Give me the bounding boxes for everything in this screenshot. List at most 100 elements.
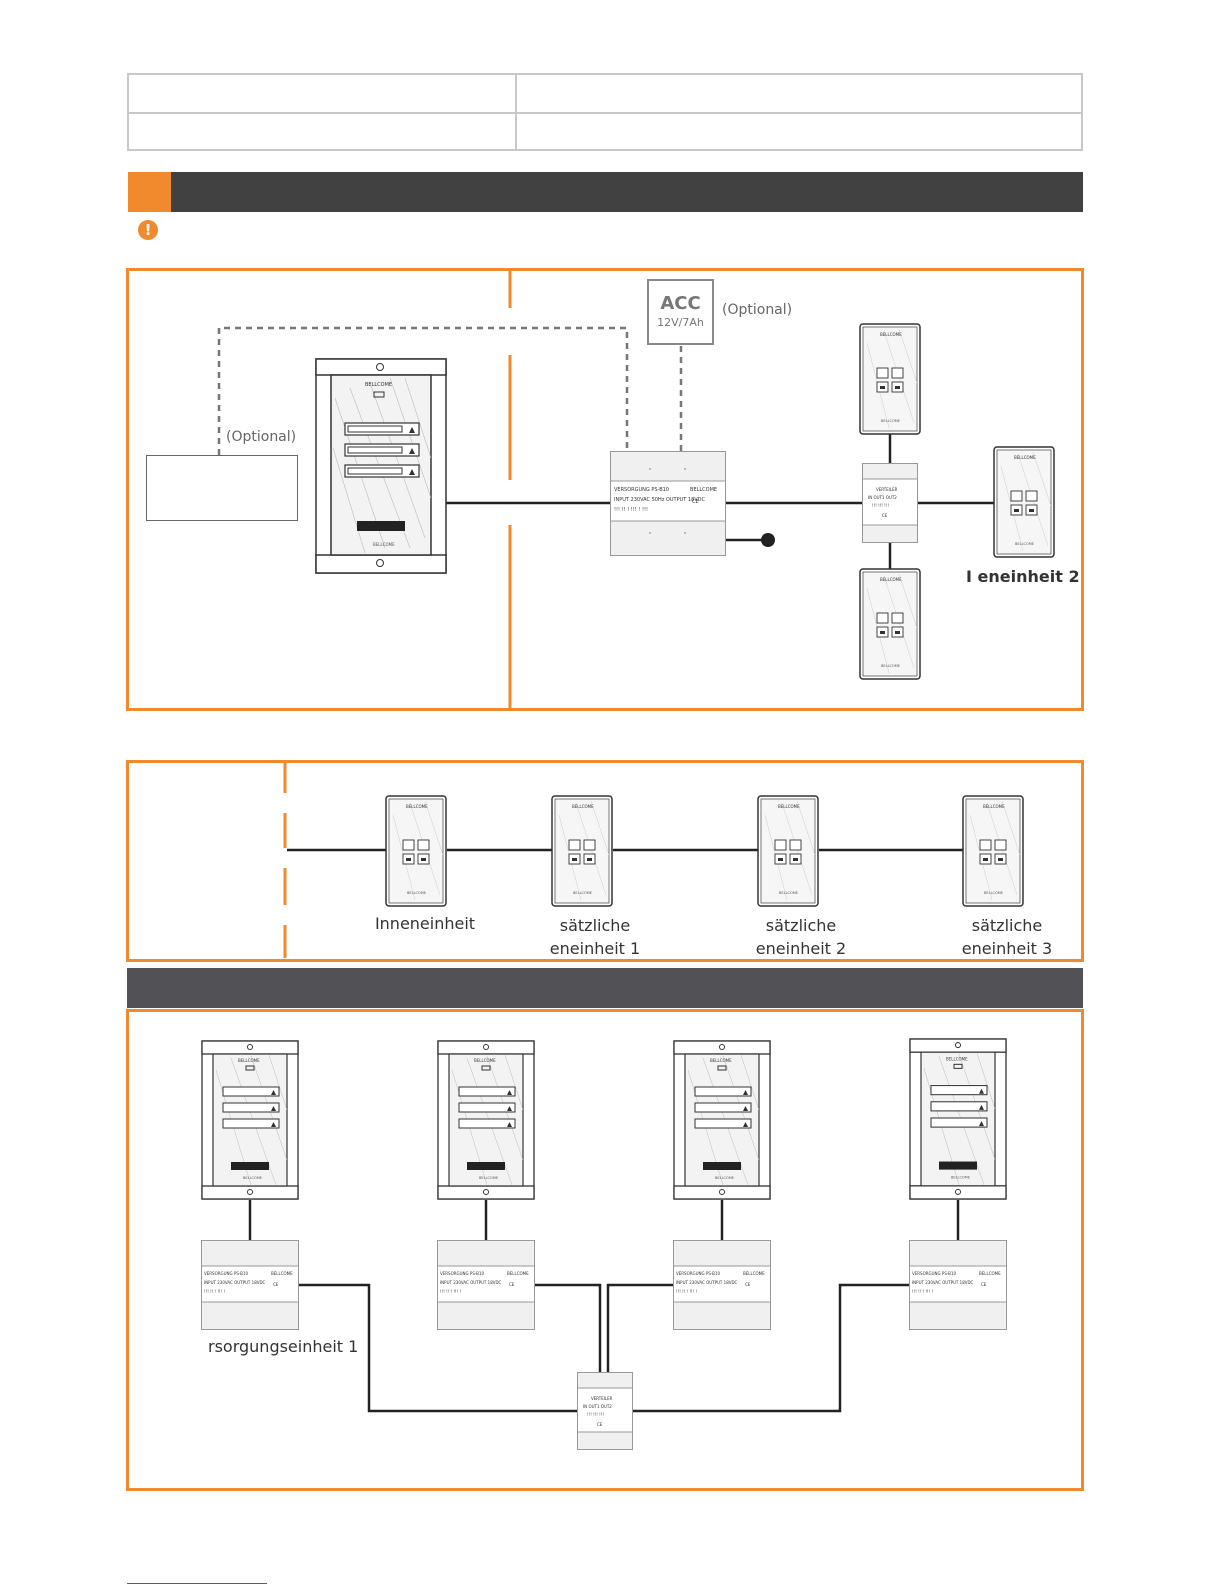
svg-text:!!! !! ! !!! !: !!! !! ! !!! ! — [204, 1289, 225, 1294]
svg-text:BELLCOME: BELLCOME — [983, 804, 1005, 809]
svg-text:CE: CE — [981, 1282, 987, 1287]
footer-link-underline[interactable] — [127, 1583, 267, 1584]
svg-text:BELLCOME: BELLCOME — [365, 382, 392, 388]
svg-text:BELLCOME: BELLCOME — [778, 804, 800, 809]
svg-text:CE: CE — [692, 499, 699, 505]
svg-text:BELLCOME: BELLCOME — [479, 1176, 498, 1180]
indoor-unit: BELLCOME BELLCOME — [859, 568, 921, 680]
svg-text:CE: CE — [882, 513, 888, 518]
svg-text:!!! !! ! !!! !: !!! !! ! !!! ! — [912, 1289, 933, 1294]
svg-text:IN OUT1 OUT2: IN OUT1 OUT2 — [583, 1404, 612, 1409]
power-unit-label: rsorgungseinheit 1 — [208, 1337, 359, 1356]
distributor-2: VERTEILER IN OUT1 OUT2 !!! !!! !!! CE — [577, 1372, 633, 1450]
svg-text:VERSORGUNG PS-B10: VERSORGUNG PS-B10 — [614, 487, 669, 493]
outdoor-station: BELLCOME BELLCOME — [201, 1040, 299, 1200]
power-supply-unit: VERSORGUNG PS-B10 BELLCOME INPUT 230VAC O… — [437, 1240, 535, 1330]
acc-title: ACC — [660, 293, 701, 314]
indoor-unit: BELLCOME BELLCOME — [962, 795, 1024, 907]
acc-capacity: 12V/7Ah — [657, 316, 704, 329]
svg-text:VERSORGUNG PS-B10: VERSORGUNG PS-B10 — [676, 1271, 720, 1276]
main-wiring-3 — [248, 1200, 960, 1413]
svg-text:CE: CE — [509, 1282, 515, 1287]
svg-text:INPUT 230VAC OUTPUT 18VDC: INPUT 230VAC OUTPUT 18VDC — [676, 1280, 738, 1285]
optional-label-lock: (Optional) — [226, 429, 297, 445]
outdoor-station-1: BELLCOME BELLCOME — [315, 358, 447, 574]
indoor-unit: BELLCOME BELLCOME — [385, 795, 447, 907]
svg-text:CE: CE — [597, 1422, 603, 1427]
svg-text:!!! !!! !!!: !!! !!! !!! — [872, 503, 889, 508]
svg-text:VERSORGUNG PS-B10: VERSORGUNG PS-B10 — [912, 1271, 956, 1276]
svg-text:BELLCOME: BELLCOME — [880, 577, 902, 582]
svg-text:BELLCOME: BELLCOME — [572, 804, 594, 809]
svg-text:BELLCOME: BELLCOME — [946, 1056, 968, 1061]
indoor-label-main: Inneneinheit — [374, 914, 476, 933]
svg-text:INPUT 230VAC OUTPUT 18VDC: INPUT 230VAC OUTPUT 18VDC — [912, 1280, 974, 1285]
power-supply-unit: VERSORGUNG PS-B10 BELLCOME INPUT 230VAC O… — [909, 1240, 1007, 1330]
svg-text:BELLCOME: BELLCOME — [743, 1271, 765, 1276]
svg-text:BELLCOME: BELLCOME — [406, 804, 428, 809]
svg-text:BELLCOME: BELLCOME — [243, 1176, 262, 1180]
svg-text:BELLCOME: BELLCOME — [880, 332, 902, 337]
table-column-divider — [515, 75, 517, 149]
svg-text:INPUT 230VAC OUTPUT 18VDC: INPUT 230VAC OUTPUT 18VDC — [440, 1280, 502, 1285]
svg-text:VERSORGUNG PS-B10: VERSORGUNG PS-B10 — [440, 1271, 484, 1276]
svg-text:BELLCOME: BELLCOME — [690, 487, 717, 493]
svg-text:BELLCOME: BELLCOME — [984, 891, 1003, 895]
indoor-unit: BELLCOME BELLCOME — [859, 323, 921, 435]
wiring-diagram-panel-2 — [126, 760, 1084, 962]
svg-text:!!! !! ! !!! !: !!! !! ! !!! ! — [440, 1289, 461, 1294]
svg-text:BELLCOME: BELLCOME — [779, 891, 798, 895]
power-supply-1: VERSORGUNG PS-B10 BELLCOME INPUT 230VAC … — [610, 451, 726, 556]
indoor-unit: BELLCOME BELLCOME — [993, 446, 1055, 558]
indoor-unit: BELLCOME BELLCOME — [757, 795, 819, 907]
svg-text:BELLCOME: BELLCOME — [507, 1271, 529, 1276]
outdoor-station: BELLCOME BELLCOME — [909, 1038, 1007, 1200]
svg-text:BELLCOME: BELLCOME — [238, 1058, 260, 1063]
svg-text:BELLCOME: BELLCOME — [573, 891, 592, 895]
svg-text:CE: CE — [745, 1282, 751, 1287]
exclamation-icon: ! — [138, 220, 158, 240]
svg-text:BELLCOME: BELLCOME — [1014, 455, 1036, 460]
svg-text:!!! !! ! !!! !: !!! !! ! !!! ! — [676, 1289, 697, 1294]
ground-terminal — [761, 533, 775, 547]
svg-text:INPUT 230VAC 50Hz OUTPUT 18VDC: INPUT 230VAC 50Hz OUTPUT 18VDC — [614, 497, 706, 503]
indoor-unit-label: I eneinheit 2 — [966, 567, 1080, 586]
svg-text:BELLCOME: BELLCOME — [881, 664, 900, 668]
svg-text:BELLCOME: BELLCOME — [474, 1058, 496, 1063]
svg-text:VERTEILER: VERTEILER — [876, 487, 898, 492]
wiring-diagram-panel-1 — [126, 268, 1084, 711]
section-header-bar-2 — [127, 968, 1083, 1008]
svg-text:CE: CE — [273, 1282, 279, 1287]
power-supply-unit: VERSORGUNG PS-B10 BELLCOME INPUT 230VAC O… — [673, 1240, 771, 1330]
svg-text:BELLCOME: BELLCOME — [1015, 542, 1034, 546]
svg-text:BELLCOME: BELLCOME — [271, 1271, 293, 1276]
header-table — [127, 73, 1083, 151]
outdoor-station: BELLCOME BELLCOME — [673, 1040, 771, 1200]
indoor-unit: BELLCOME BELLCOME — [551, 795, 613, 907]
svg-text:BELLCOME: BELLCOME — [979, 1271, 1001, 1276]
svg-text:VERSORGUNG PS-B10: VERSORGUNG PS-B10 — [204, 1271, 248, 1276]
power-supply-unit: VERSORGUNG PS-B10 BELLCOME INPUT 230VAC O… — [201, 1240, 299, 1330]
section-header-bar — [128, 172, 1083, 212]
svg-text:!!! !!! !!!: !!! !!! !!! — [587, 1412, 604, 1417]
svg-text:VERTEILER: VERTEILER — [591, 1396, 613, 1401]
outdoor-station: BELLCOME BELLCOME — [437, 1040, 535, 1200]
svg-text:BELLCOME: BELLCOME — [407, 891, 426, 895]
accumulator-box: ACC 12V/7Ah — [647, 279, 714, 345]
optional-label-acc: (Optional) — [722, 302, 793, 318]
optional-dashed-wiring — [217, 326, 683, 455]
section-accent-block — [128, 172, 171, 212]
table-row-divider — [129, 112, 1081, 114]
optional-device-box — [146, 455, 298, 521]
wiring-diagram-panel-3 — [126, 1009, 1084, 1491]
svg-text:BELLCOME: BELLCOME — [951, 1176, 970, 1180]
svg-text:BELLCOME: BELLCOME — [715, 1176, 734, 1180]
svg-text:BELLCOME: BELLCOME — [710, 1058, 732, 1063]
svg-text:BELLCOME: BELLCOME — [881, 419, 900, 423]
svg-text:INPUT 230VAC OUTPUT 18VDC: INPUT 230VAC OUTPUT 18VDC — [204, 1280, 266, 1285]
